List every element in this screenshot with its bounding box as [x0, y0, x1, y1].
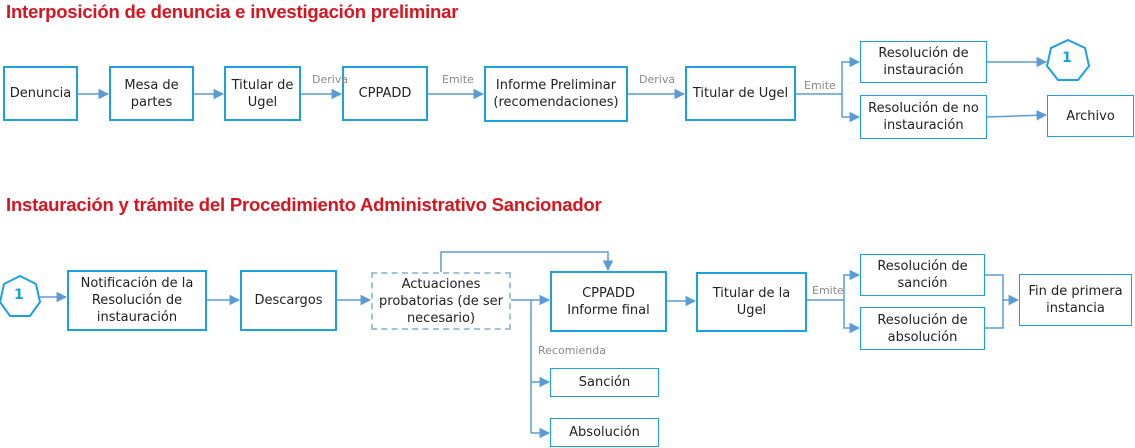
titular-ugel-2-text: Titular de Ugel [692, 86, 789, 101]
label-emite-1: Emite [442, 73, 474, 86]
res-absolucion-text: Resolución de absolución [877, 312, 968, 345]
notificacion-text: Notificación de la Resolución de instaur… [80, 276, 194, 325]
edge-absolucion-fin [985, 300, 1004, 329]
res-absolucion-box: Resolución de absolución [860, 307, 985, 350]
edge-branch-no-instauracion [841, 94, 861, 123]
cppadd-informe-box: CPPADD Informe final [550, 271, 667, 332]
edge-branch-instauracion [841, 56, 861, 94]
fin-instancia-box: Fin de primera instancia [1019, 274, 1132, 326]
actuaciones-box: Actuaciones probatorias (de ser necesari… [371, 272, 511, 330]
descargos-text: Descargos [254, 293, 323, 308]
edge-sancion-fin [985, 274, 1020, 306]
titular-ugel-2-box: Titular de Ugel [685, 66, 796, 121]
edge-branch2-sancion [843, 269, 861, 300]
informe-preliminar-text: Informe Preliminar (recomendaciones) [493, 78, 619, 110]
sancion-box: Sanción [550, 368, 659, 397]
titular-ugel-box: Titular de Ugel [224, 66, 301, 121]
sancion-text: Sanción [578, 375, 631, 390]
label-deriva-1: Deriva [312, 73, 349, 86]
cppadd-text: CPPADD [358, 86, 412, 101]
archivo-text: Archivo [1066, 108, 1115, 124]
fin-instancia-text: Fin de primera instancia [1028, 284, 1123, 316]
label-emite-3: Emite [812, 284, 844, 297]
section2-title: Instauración y trámite del Procedimiento… [6, 194, 602, 215]
absolucion-box: Absolución [550, 418, 659, 447]
titular-ugel-3-box: Titular de la Ugel [696, 272, 807, 332]
connector-label-1: 1 [1062, 50, 1072, 66]
edge-branch2-absolucion [843, 300, 861, 334]
denuncia-text: Denuncia [9, 86, 72, 101]
label-recomienda: Recomienda [538, 344, 606, 357]
res-no-instauracion-box: Resolución de no instauración [860, 95, 987, 139]
titular-ugel-3-text: Titular de la Ugel [712, 286, 791, 318]
mesa-partes-text: Mesa de partes [124, 77, 179, 110]
res-sancion-text: Resolución de sanción [877, 259, 968, 291]
res-no-instauracion-text: Resolución de no instauración [868, 101, 979, 133]
edge-actuaciones-loop [440, 251, 614, 272]
informe-preliminar-box: Informe Preliminar (recomendaciones) [484, 66, 628, 122]
cppadd-informe-text: CPPADD Informe final [567, 285, 650, 318]
titular-ugel-text: Titular de Ugel [231, 77, 294, 110]
actuaciones-text: Actuaciones probatorias (de ser necesari… [379, 276, 503, 326]
res-instauracion-box: Resolución de instauración [860, 41, 987, 83]
section1-title: Interposición de denuncia e investigació… [6, 1, 459, 22]
mesa-partes-box: Mesa de partes [109, 66, 194, 121]
notificacion-box: Notificación de la Resolución de instaur… [67, 270, 207, 331]
label-deriva-2: Deriva [639, 73, 676, 86]
label-emite-2: Emite [804, 79, 836, 92]
res-sancion-box: Resolución de sanción [860, 254, 985, 296]
connector-label-2: 1 [14, 287, 24, 303]
descargos-box: Descargos [240, 270, 337, 331]
res-instauracion-text: Resolución de instauración [878, 46, 969, 78]
cppadd-box: CPPADD [342, 66, 428, 121]
edge-no-instauracion-archivo [986, 110, 1048, 121]
connector-shape-2 [0, 274, 42, 317]
connector-shape-1 [1045, 38, 1091, 81]
denuncia-box: Denuncia [3, 66, 78, 121]
archivo-box: Archivo [1047, 95, 1134, 137]
absolucion-text: Absolución [569, 425, 640, 440]
